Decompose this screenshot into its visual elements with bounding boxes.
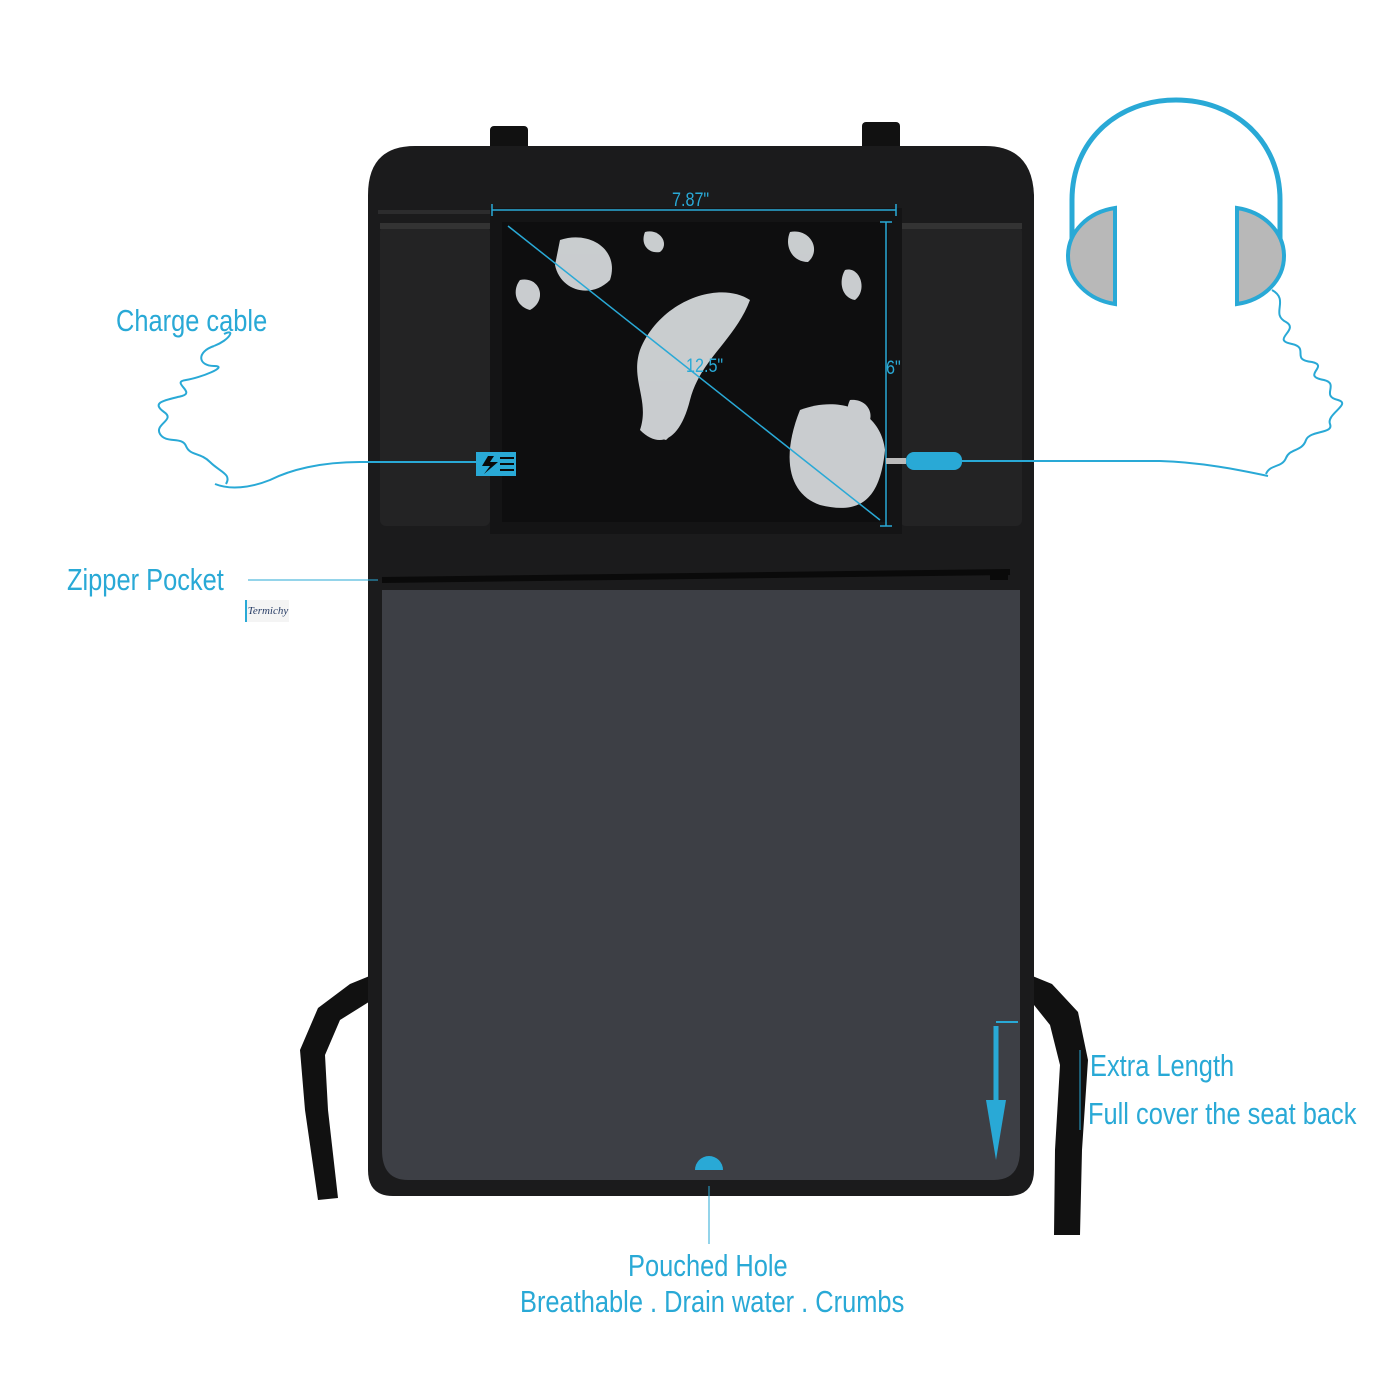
extra-length-arrow <box>986 1021 1081 1160</box>
side-strap-right <box>1030 975 1088 1235</box>
width-dimension: 7.87" <box>672 190 710 211</box>
pouched-hole <box>695 1156 723 1170</box>
pouched-hole-label: Pouched Hole <box>628 1248 788 1283</box>
zipper <box>381 569 1011 583</box>
breathable-label: Breathable . Drain water . Crumbs <box>520 1284 905 1319</box>
headphones-icon <box>1065 97 1344 475</box>
extra-length-label: Extra Length <box>1090 1048 1235 1083</box>
height-dimension: 6" <box>886 358 901 379</box>
brand-tag: Termichy <box>245 600 289 622</box>
charge-cable-label: Charge cable <box>116 303 268 338</box>
charge-cable <box>157 331 480 489</box>
mesh-pocket-left <box>380 226 490 526</box>
audio-plug-icon <box>886 452 1269 477</box>
zipper-pocket-panel <box>382 590 1020 1180</box>
charge-icon <box>476 452 516 476</box>
mesh-pocket-right <box>900 226 1022 526</box>
side-strap-left <box>300 975 372 1200</box>
zipper-pocket-label: Zipper Pocket <box>67 562 224 597</box>
full-cover-label: Full cover the seat back <box>1088 1096 1357 1131</box>
diagonal-dimension: 12.5" <box>686 356 724 377</box>
